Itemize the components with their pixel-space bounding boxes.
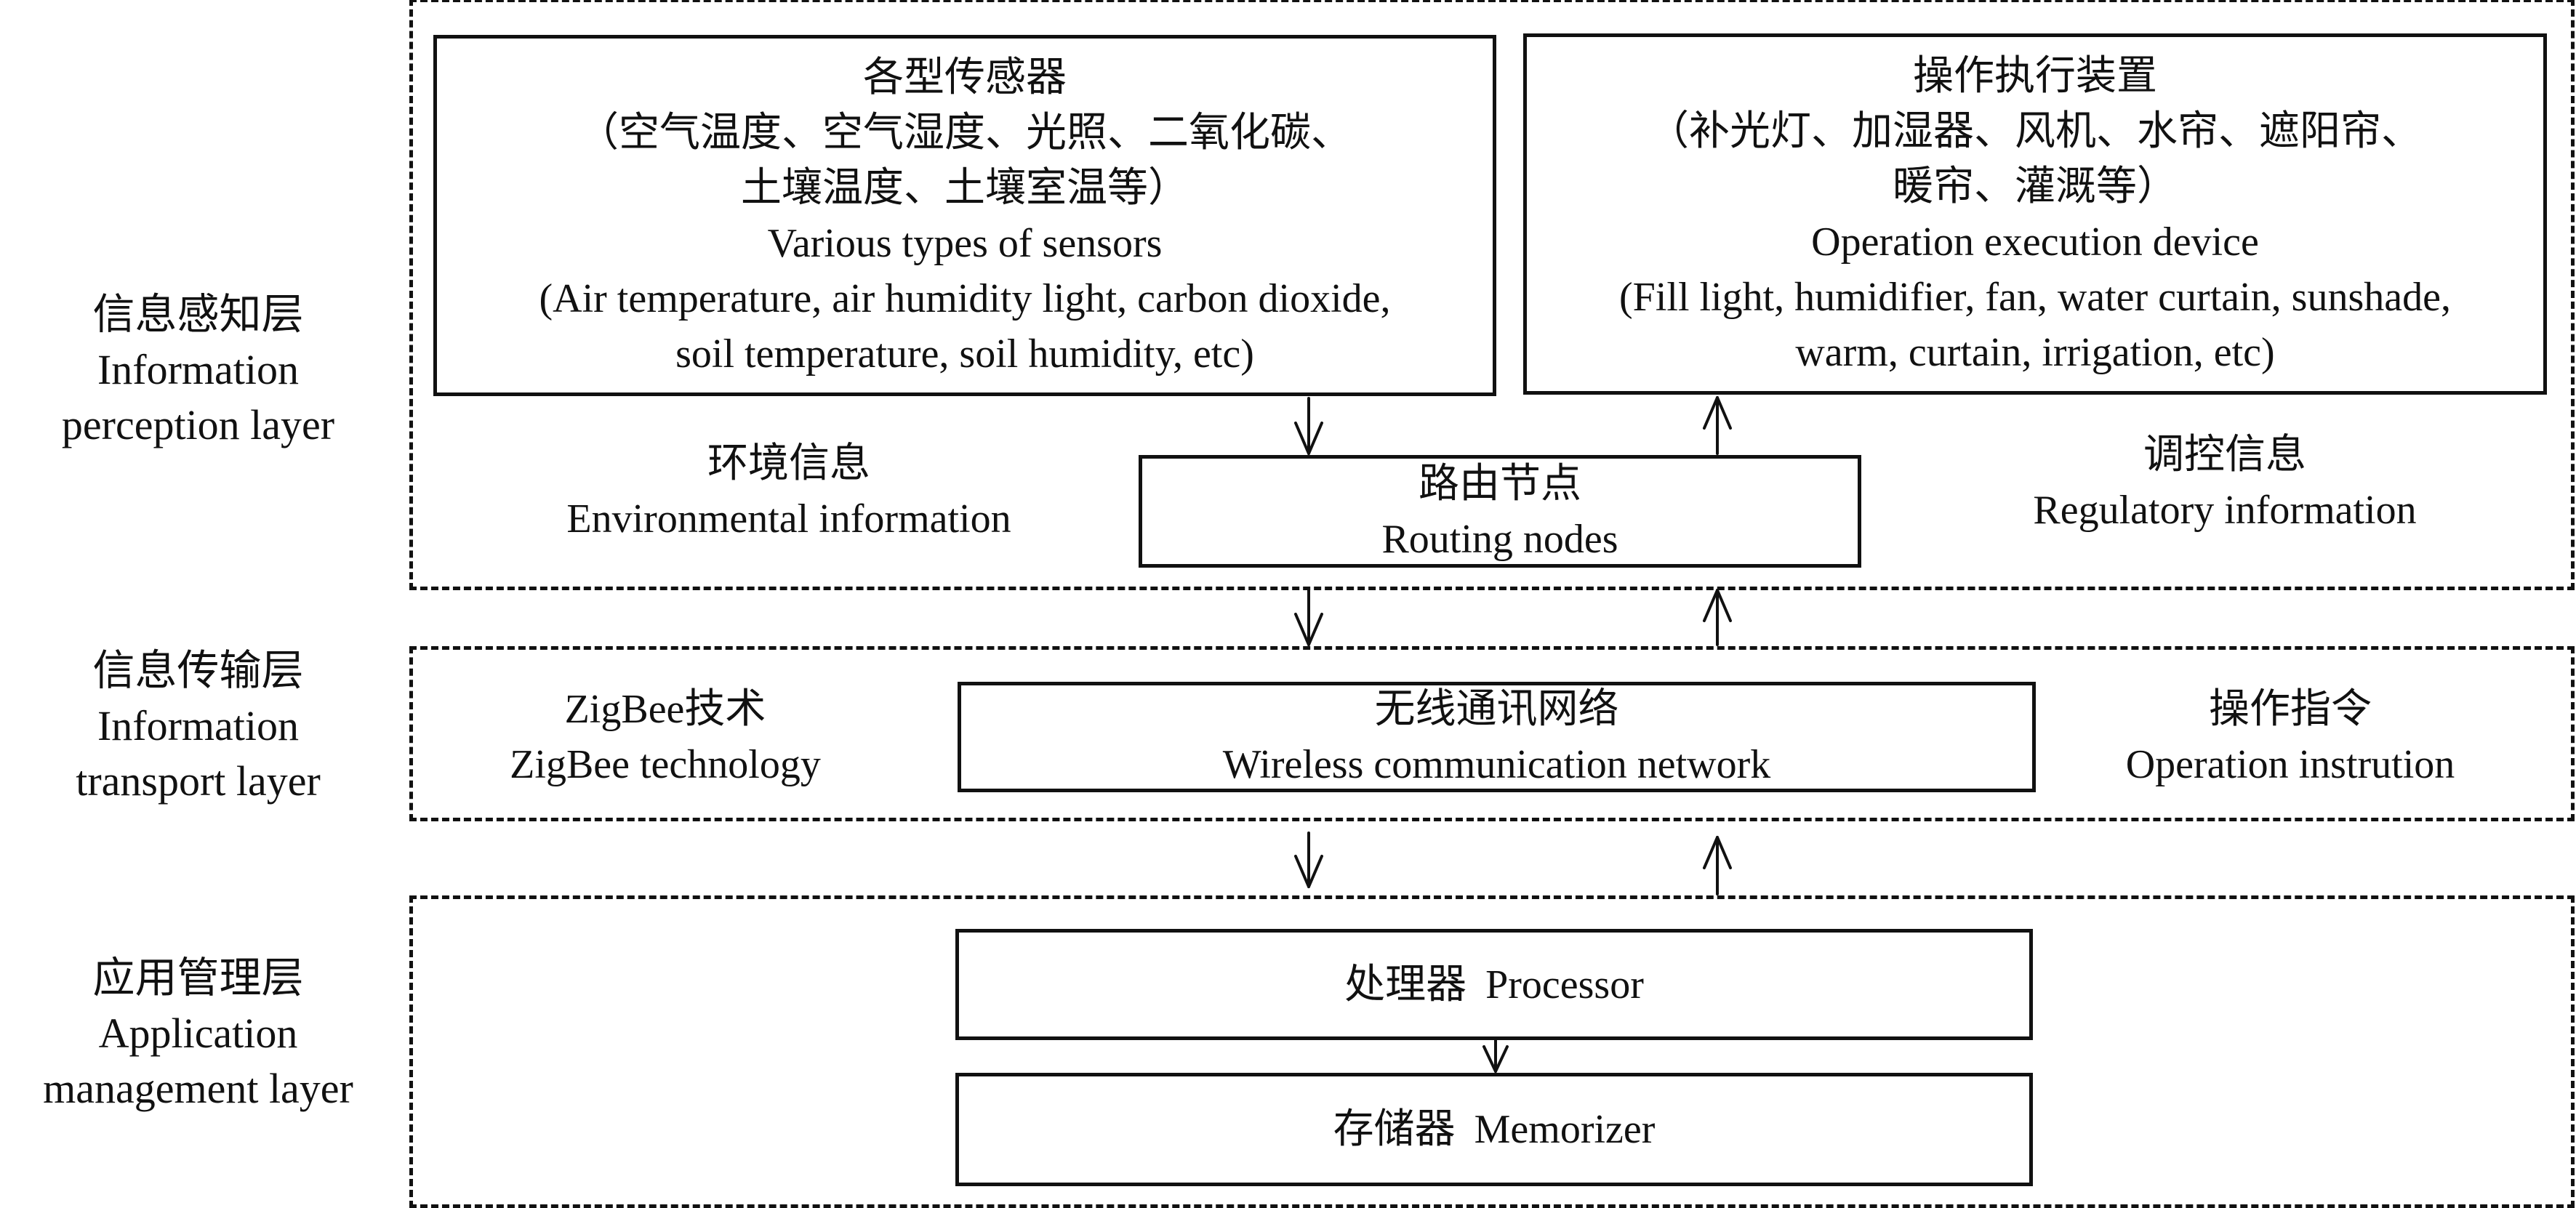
actuator-detail-en: (Fill light, humidifier, fan, water curt…: [1619, 274, 2451, 320]
layer-label-zh: 信息传输层: [92, 647, 304, 694]
wireless-network-en: Wireless communication network: [1222, 742, 1771, 787]
zigbee-zh: ZigBee技术: [564, 687, 766, 732]
sensors-title-zh: 各型传感器: [863, 55, 1067, 100]
sensors-detail-en: (Air temperature, air humidity light, ca…: [539, 275, 1391, 321]
layer-label-en-line: perception layer: [61, 401, 335, 448]
operation-instruction-en: Operation instrution: [2125, 742, 2455, 787]
actuator-title-zh: 操作执行装置: [1913, 53, 2157, 99]
arrow-up-icon: [1703, 836, 1732, 895]
actuator-box: 操作执行装置 （补光灯、加湿器、风机、水帘、遮阳帘、 暖帘、灌溉等） Opera…: [1523, 33, 2547, 395]
regulatory-info-zh: 调控信息: [2143, 432, 2306, 478]
processor-box: 处理器 Processor: [955, 929, 2033, 1040]
regulatory-info-en: Regulatory information: [2033, 488, 2417, 533]
actuator-detail-en: warm, curtain, irrigation, etc): [1795, 329, 2275, 375]
layer-label-en-line: transport layer: [76, 757, 321, 805]
processor-zh: 处理器: [1344, 962, 1467, 1007]
zigbee-label: ZigBee技术 ZigBee technology: [451, 682, 880, 792]
wireless-network-box: 无线通讯网络 Wireless communication network: [958, 682, 2036, 792]
arrow-up-icon: [1703, 589, 1732, 646]
processor-label: 处理器 Processor: [1344, 957, 1644, 1012]
memorizer-en: Memorizer: [1474, 1107, 1656, 1152]
arrow-down-icon: [1294, 831, 1323, 888]
layer-label-zh: 信息感知层: [92, 291, 304, 338]
memorizer-box: 存储器 Memorizer: [955, 1073, 2033, 1186]
arrow-down-icon: [1294, 589, 1323, 646]
environmental-info-label: 环境信息 Environmental information: [523, 436, 1054, 547]
operation-instruction-zh: 操作指令: [2209, 687, 2372, 732]
layer-label-en-line: Application: [98, 1010, 298, 1057]
layer-label-en-line: Information: [97, 702, 300, 749]
wireless-network-zh: 无线通讯网络: [1374, 687, 1619, 732]
regulatory-info-label: 调控信息 Regulatory information: [1963, 427, 2487, 538]
layer-label-perception: 信息感知层 Information perception layer: [0, 287, 396, 453]
layer-label-transport: 信息传输层 Information transport layer: [0, 643, 396, 809]
routing-nodes-box: 路由节点 Routing nodes: [1139, 455, 1861, 568]
processor-en: Processor: [1485, 962, 1644, 1007]
routing-nodes-en: Routing nodes: [1381, 516, 1618, 562]
sensors-detail-en: soil temperature, soil humidity, etc): [675, 331, 1254, 377]
sensors-title-en: Various types of sensors: [767, 220, 1163, 266]
actuator-detail-zh: 暖帘、灌溉等）: [1893, 164, 2178, 209]
environmental-info-en: Environmental information: [566, 496, 1011, 541]
perception-layer-region: [409, 0, 2575, 590]
actuator-title-en: Operation execution device: [1811, 219, 2259, 265]
sensors-detail-zh: 土壤温度、土壤室温等）: [741, 165, 1189, 211]
memorizer-zh: 存储器: [1333, 1107, 1456, 1152]
transport-layer-region: [409, 646, 2575, 821]
layer-label-en-line: management layer: [43, 1065, 353, 1112]
zigbee-en: ZigBee technology: [510, 742, 821, 787]
operation-instruction-label: 操作指令 Operation instrution: [2079, 682, 2501, 792]
environmental-info-zh: 环境信息: [707, 441, 870, 486]
memorizer-label: 存储器 Memorizer: [1333, 1102, 1656, 1157]
layer-label-application: 应用管理层 Application management layer: [0, 951, 396, 1116]
sensors-detail-zh: （空气温度、空气湿度、光照、二氧化碳、: [578, 110, 1352, 156]
routing-nodes-zh: 路由节点: [1419, 461, 1581, 507]
sensors-box: 各型传感器 （空气温度、空气湿度、光照、二氧化碳、 土壤温度、土壤室温等） Va…: [433, 35, 1496, 396]
layer-label-zh: 应用管理层: [92, 954, 304, 1002]
layer-label-en-line: Information: [97, 346, 300, 393]
actuator-detail-zh: （补光灯、加湿器、风机、水帘、遮阳帘、: [1648, 108, 2422, 154]
